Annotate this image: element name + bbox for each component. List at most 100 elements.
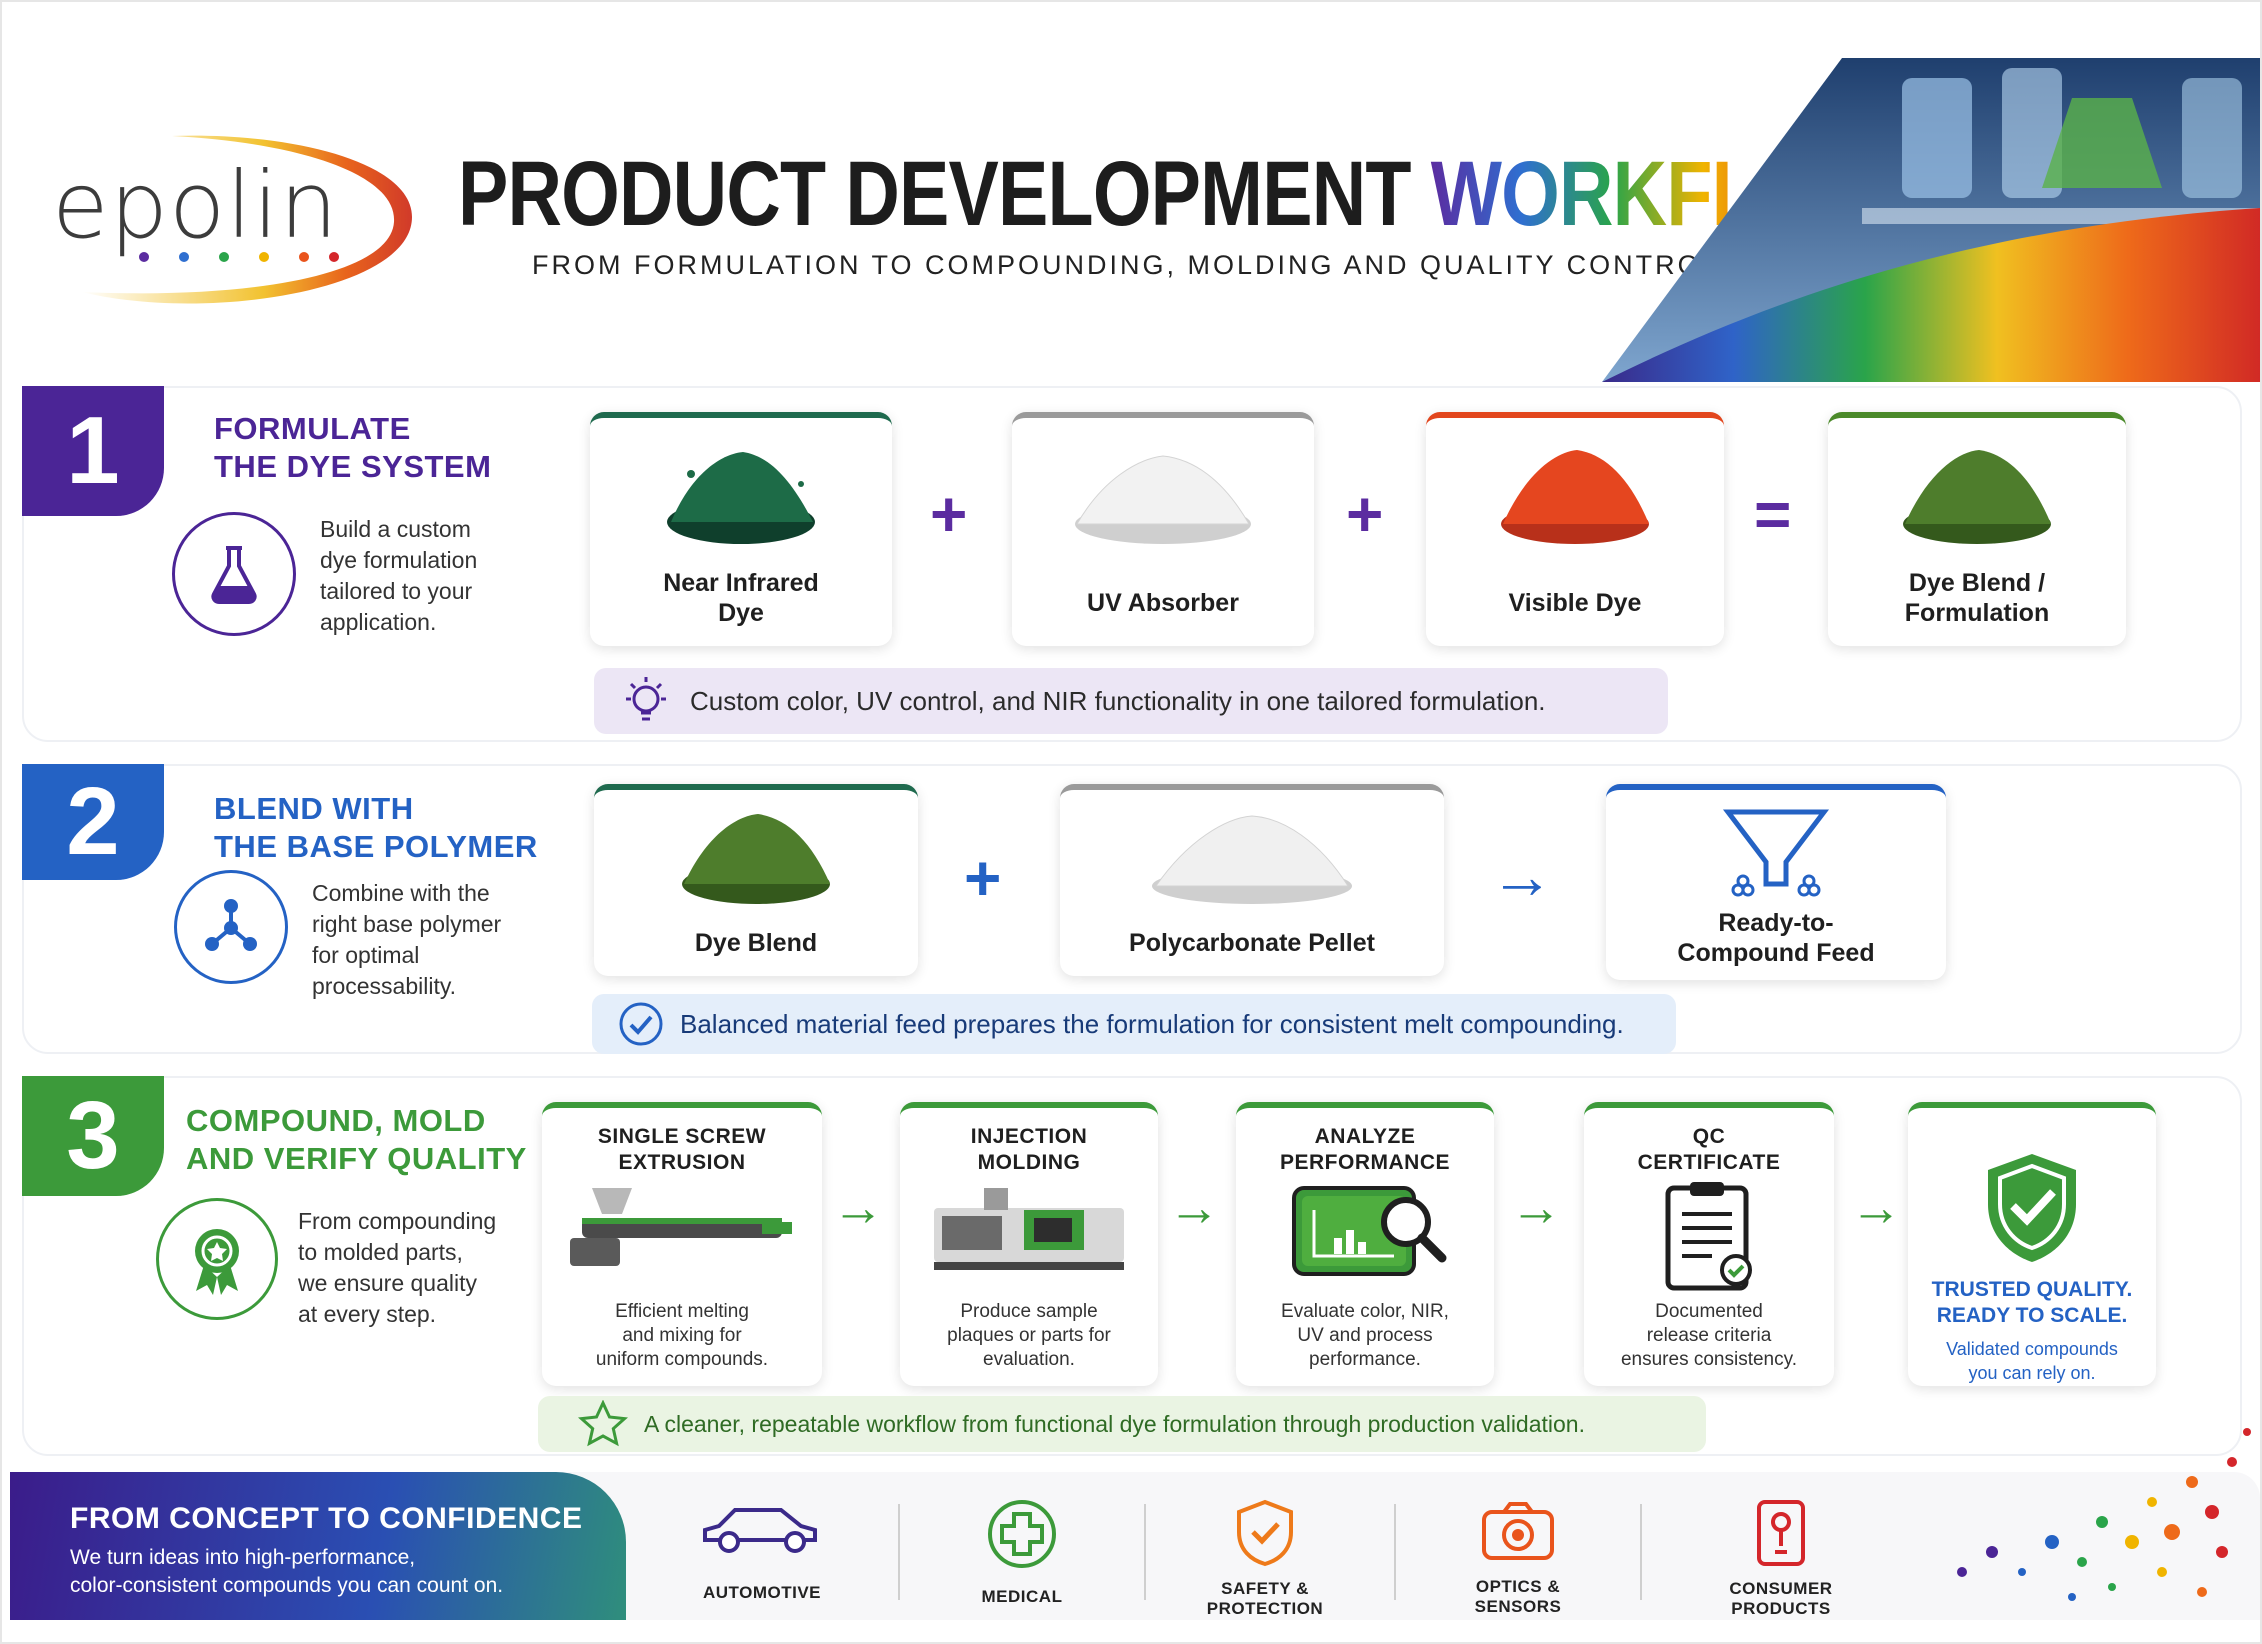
footer-description: We turn ideas into high-performance, col… — [70, 1544, 503, 1600]
card-desc-line: plaques or parts for — [947, 1325, 1111, 1346]
card-desc-line: Evaluate color, NIR, — [1281, 1301, 1449, 1322]
desc-line: you can rely on. — [1968, 1363, 2096, 1383]
card-heading-line: INJECTION — [970, 1125, 1088, 1148]
card-label-line: UV Absorber — [1087, 589, 1239, 617]
step1-description: Build a custom dye formulation tailored … — [320, 514, 477, 638]
card-desc-line: Efficient melting — [615, 1301, 749, 1322]
injection-machine-image — [934, 1188, 1124, 1270]
arrow-right-icon: → — [1168, 1179, 1220, 1237]
product-tag-icon — [1757, 1500, 1805, 1566]
molecule-icon — [174, 870, 288, 984]
industry-label: PRODUCTS — [1731, 1599, 1831, 1618]
step2-desc-line: for optimal — [312, 942, 420, 968]
card-label: UV Absorber — [1012, 588, 1314, 618]
card-heading-line: ANALYZE — [1314, 1125, 1416, 1148]
card-desc-line: uniform compounds. — [595, 1349, 769, 1370]
car-icon — [703, 1508, 817, 1553]
card-label: Dye Blend /Formulation — [1828, 568, 2126, 628]
card-label-line: Compound Feed — [1677, 939, 1875, 967]
step3-title-line2: AND VERIFY QUALITY — [186, 1141, 527, 1176]
step1-title: FORMULATE THE DYE SYSTEM — [214, 410, 491, 486]
footer-divider — [1144, 1504, 1146, 1600]
card-desc-line: UV and process — [1297, 1325, 1433, 1346]
visible-dye-card: Visible Dye — [1426, 412, 1724, 646]
star-icon — [578, 1400, 628, 1447]
trusted-quality-card: TRUSTED QUALITY.READY TO SCALE. Validate… — [1908, 1102, 2156, 1386]
card-heading-line: EXTRUSION — [618, 1151, 746, 1174]
dye-blend-card: Dye Blend — [594, 784, 918, 976]
industry-label: AUTOMOTIVE — [702, 1583, 822, 1602]
uv-absorber-powder-image — [1075, 455, 1251, 544]
step2-desc-line: right base polymer — [312, 911, 502, 937]
card-label: Polycarbonate Pellet — [1060, 928, 1444, 958]
step1-desc-line: Build a custom — [320, 516, 471, 542]
certificate-clipboard-icon — [1665, 1182, 1752, 1291]
footer-desc-line: color-consistent compounds you can count… — [70, 1574, 504, 1597]
card-desc-line: release criteria — [1646, 1325, 1772, 1346]
analysis-chart-magnifier-icon — [1292, 1186, 1447, 1276]
card-label: Visible Dye — [1426, 588, 1724, 618]
step1-desc-line: application. — [320, 609, 437, 635]
card-label-line: Dye — [718, 599, 764, 627]
hopper-icon — [1722, 809, 1830, 897]
card-desc-line: Documented — [1655, 1301, 1763, 1322]
card-label-line: Dye Blend — [694, 929, 818, 957]
card-desc-line: Produce sample — [960, 1301, 1098, 1322]
footer-divider — [1640, 1504, 1642, 1600]
step3-number: 3 — [22, 1076, 164, 1196]
decorative-dots — [1957, 1428, 2251, 1601]
footer-divider — [898, 1504, 900, 1600]
card-heading: SINGLE SCREW EXTRUSION — [542, 1124, 822, 1176]
card-heading-line: SINGLE SCREW — [597, 1125, 767, 1148]
camera-icon — [1482, 1502, 1554, 1560]
industry-label: PROTECTION — [1206, 1599, 1324, 1618]
card-label: Ready-to-Compound Feed — [1606, 908, 1946, 968]
arrow-right-icon: → — [1510, 1179, 1562, 1237]
brand-wordmark: epolin — [52, 152, 339, 259]
polycarbonate-pellets-image — [1152, 815, 1352, 904]
arrow-right-icon: → — [1850, 1179, 1902, 1237]
heading-line: READY TO SCALE. — [1936, 1304, 2128, 1327]
arrow-right-icon: → — [832, 1179, 884, 1237]
industry-optics: OPTICS & SENSORS — [1446, 1498, 1590, 1617]
industry-label: SAFETY & — [1221, 1579, 1309, 1598]
arrow-operator: → — [1490, 840, 1554, 912]
step2-number: 2 — [22, 764, 164, 880]
epolin-logo: epolin — [42, 122, 422, 312]
step2-desc-line: processability. — [312, 973, 457, 999]
card-label: Dye Blend — [594, 928, 918, 958]
dye-blend-card: Dye Blend /Formulation — [1828, 412, 2126, 646]
shield-check-icon — [1988, 1154, 2076, 1262]
step1-banner: Custom color, UV control, and NIR functi… — [594, 668, 1668, 734]
page-title: PRODUCT DEVELOPMENT WORKFLOW — [458, 142, 1886, 247]
card-label-line: Ready-to- — [1718, 909, 1834, 937]
card-label-line: Dye Blend / — [1908, 569, 2046, 597]
step2-title-line2: THE BASE POLYMER — [214, 829, 538, 864]
heading-line: TRUSTED QUALITY. — [1931, 1278, 2133, 1301]
industry-label: OPTICS & — [1475, 1577, 1561, 1596]
quality-badge-icon — [156, 1198, 278, 1320]
step3-desc-line: we ensure quality — [298, 1270, 477, 1296]
uv-absorber-card: UV Absorber — [1012, 412, 1314, 646]
card-label-line: Formulation — [1904, 599, 2050, 627]
step3-desc-line: to molded parts, — [298, 1239, 463, 1265]
industry-safety: SAFETY & PROTECTION — [1190, 1498, 1340, 1619]
card-heading-line: CERTIFICATE — [1637, 1151, 1781, 1174]
step1-title-line2: THE DYE SYSTEM — [214, 449, 492, 484]
visible-dye-powder-image — [1501, 450, 1649, 544]
step3-description: From compounding to molded parts, we ens… — [298, 1206, 496, 1330]
footer-callout — [10, 1472, 626, 1620]
lab-pellets-image — [1602, 58, 2260, 382]
footer-divider — [1394, 1504, 1396, 1600]
plus-operator: + — [1346, 478, 1384, 550]
industry-automotive: AUTOMOTIVE — [682, 1498, 842, 1603]
polycarbonate-pellet-card: Polycarbonate Pellet — [1060, 784, 1444, 976]
